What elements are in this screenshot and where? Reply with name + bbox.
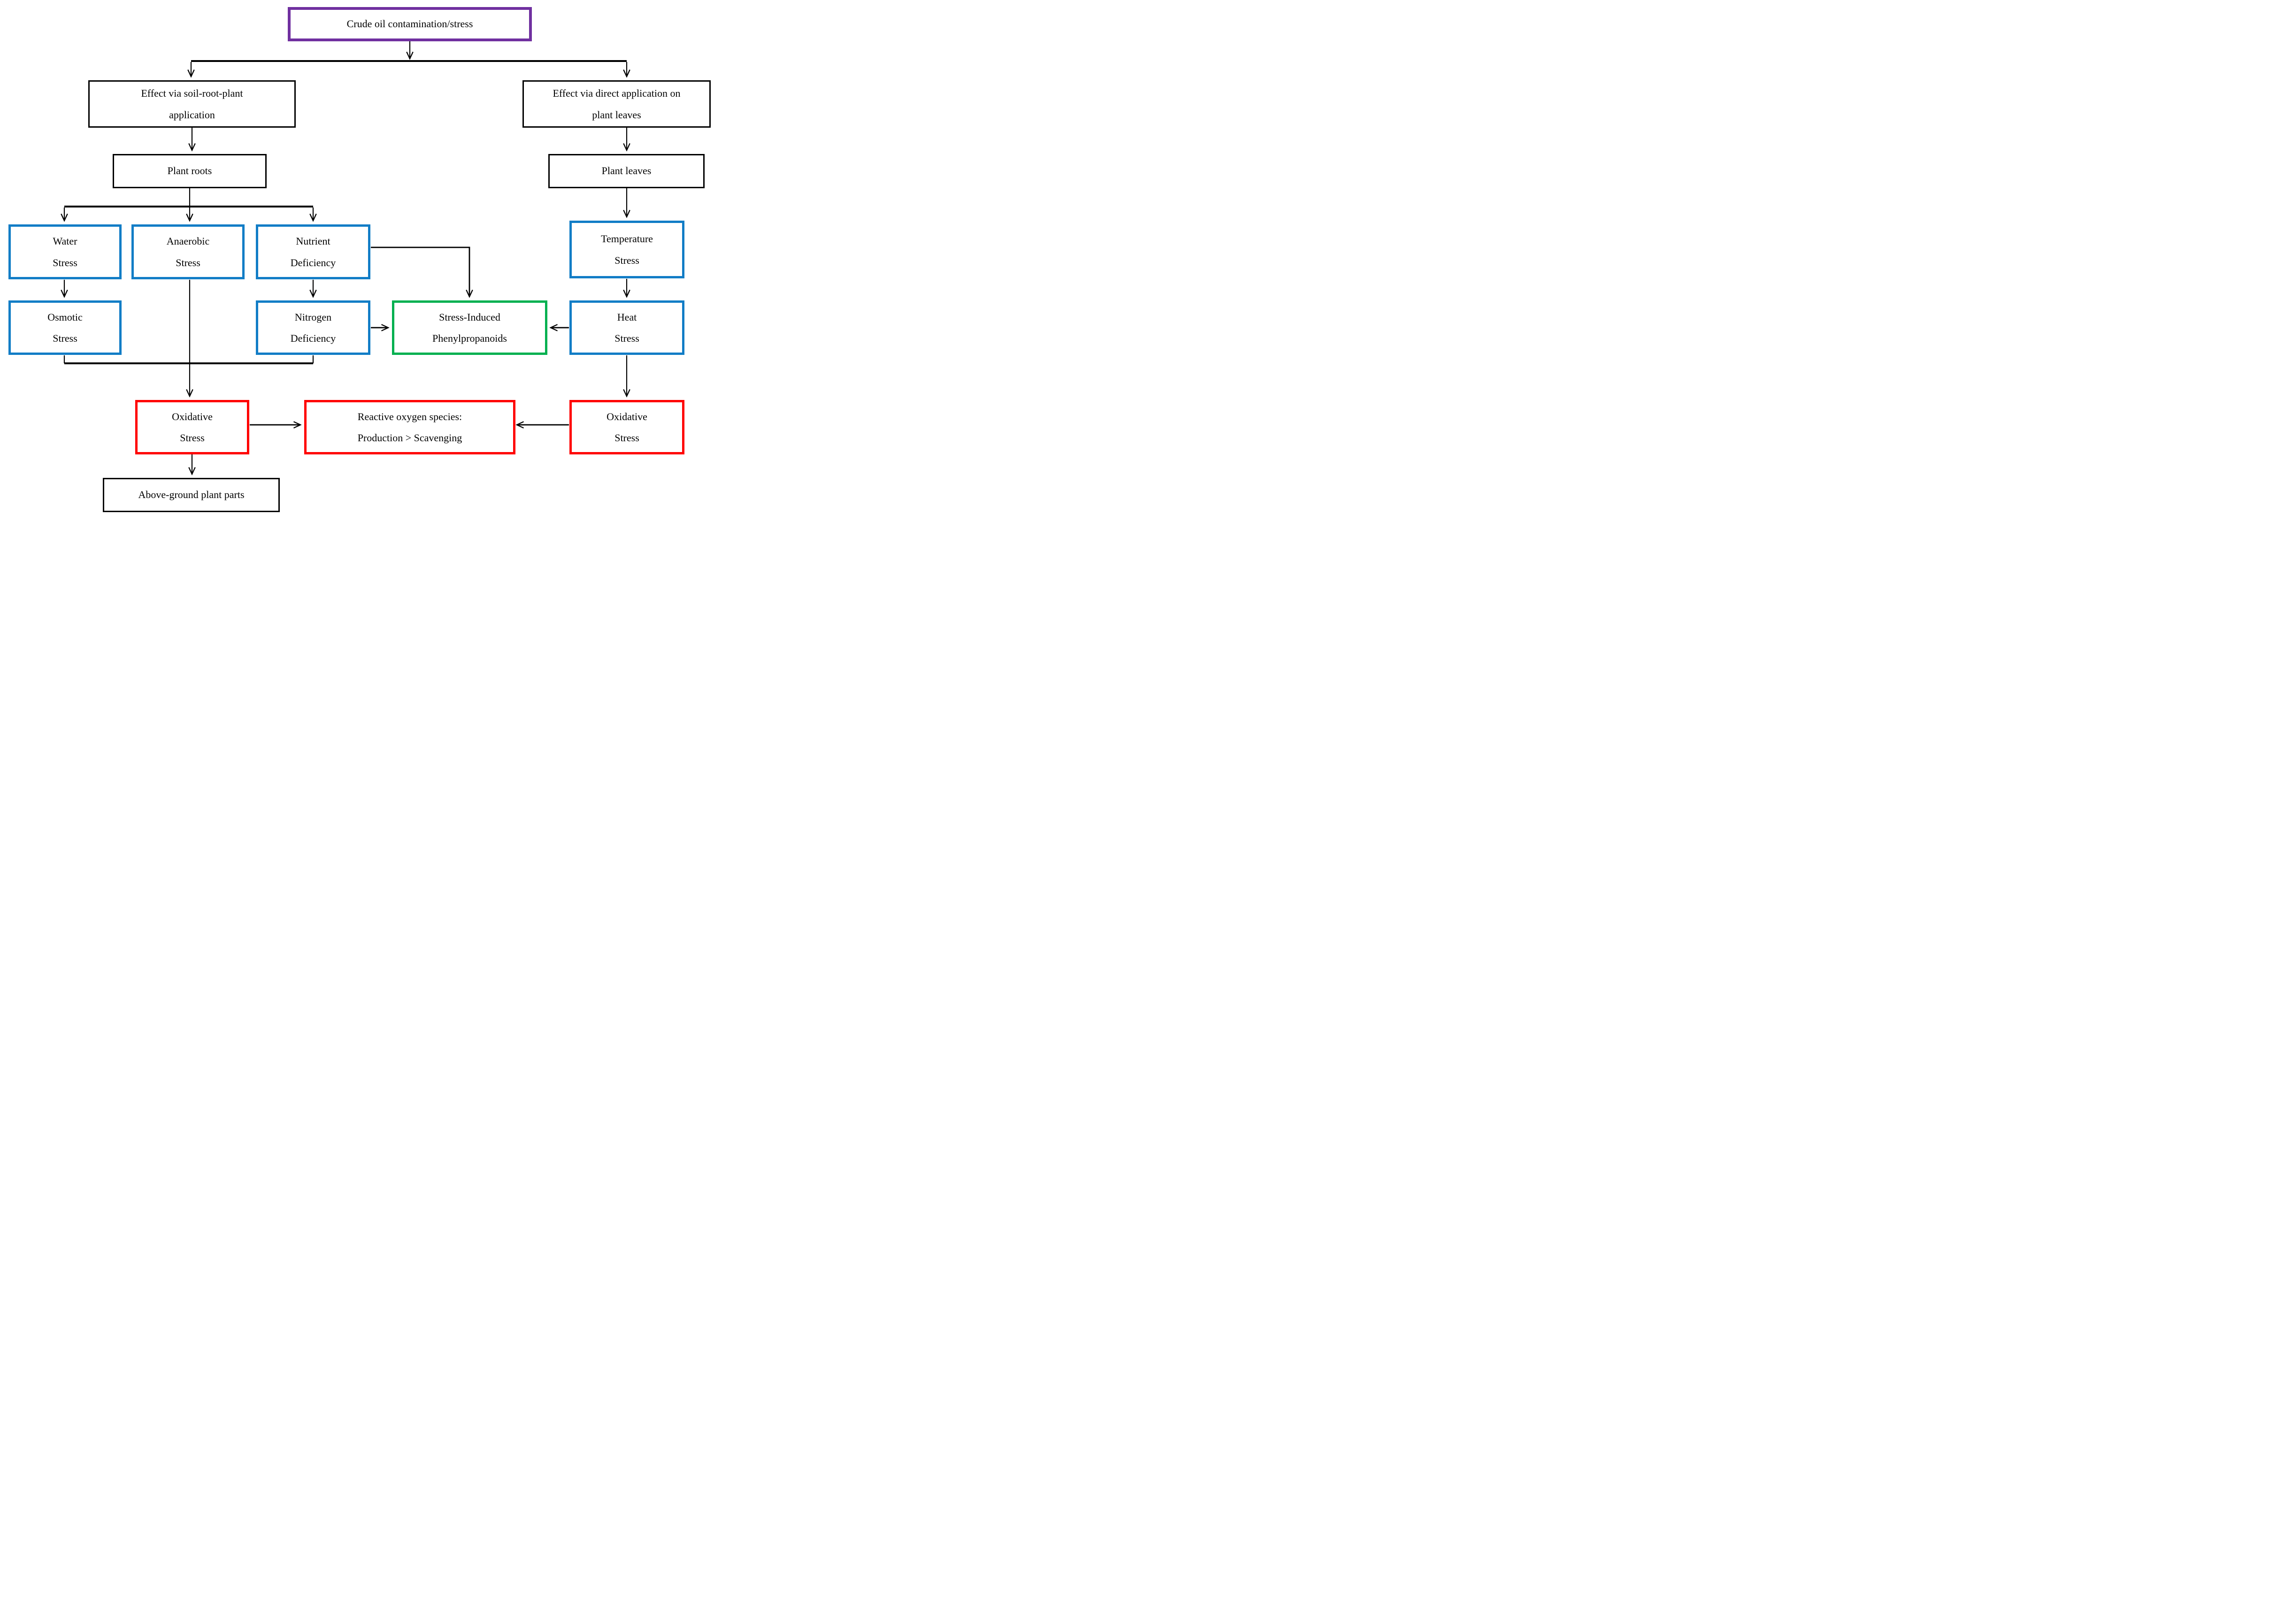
node-stress-induced-phenylpropanoids: Stress-Induced Phenylpropanoids bbox=[392, 300, 547, 355]
node-oxidative-stress-right: Oxidative Stress bbox=[569, 400, 684, 454]
node-above-ground-plant-parts: Above-ground plant parts bbox=[103, 478, 280, 512]
node-plant-roots: Plant roots bbox=[113, 154, 267, 188]
node-oxidative-stress-left: Oxidative Stress bbox=[135, 400, 249, 454]
node-effect-via-soil-root-plant: Effect via soil-root-plant application bbox=[88, 80, 296, 128]
node-effect-via-direct-application: Effect via direct application on plant l… bbox=[522, 80, 711, 128]
node-reactive-oxygen-species: Reactive oxygen species: Production > Sc… bbox=[304, 400, 515, 454]
node-plant-leaves: Plant leaves bbox=[548, 154, 705, 188]
node-osmotic-stress: Osmotic Stress bbox=[8, 300, 122, 355]
node-crude-oil-contamination: Crude oil contamination/stress bbox=[288, 7, 532, 41]
node-heat-stress: Heat Stress bbox=[569, 300, 684, 355]
node-nutrient-deficiency: Nutrient Deficiency bbox=[256, 224, 370, 279]
node-nitrogen-deficiency: Nitrogen Deficiency bbox=[256, 300, 370, 355]
flowchart: Crude oil contamination/stress Effect vi… bbox=[0, 0, 732, 514]
node-temperature-stress: Temperature Stress bbox=[569, 221, 684, 278]
node-anaerobic-stress: Anaerobic Stress bbox=[131, 224, 245, 279]
node-water-stress: Water Stress bbox=[8, 224, 122, 279]
edge-nutrient-to-phenylpropanoids bbox=[371, 246, 469, 296]
